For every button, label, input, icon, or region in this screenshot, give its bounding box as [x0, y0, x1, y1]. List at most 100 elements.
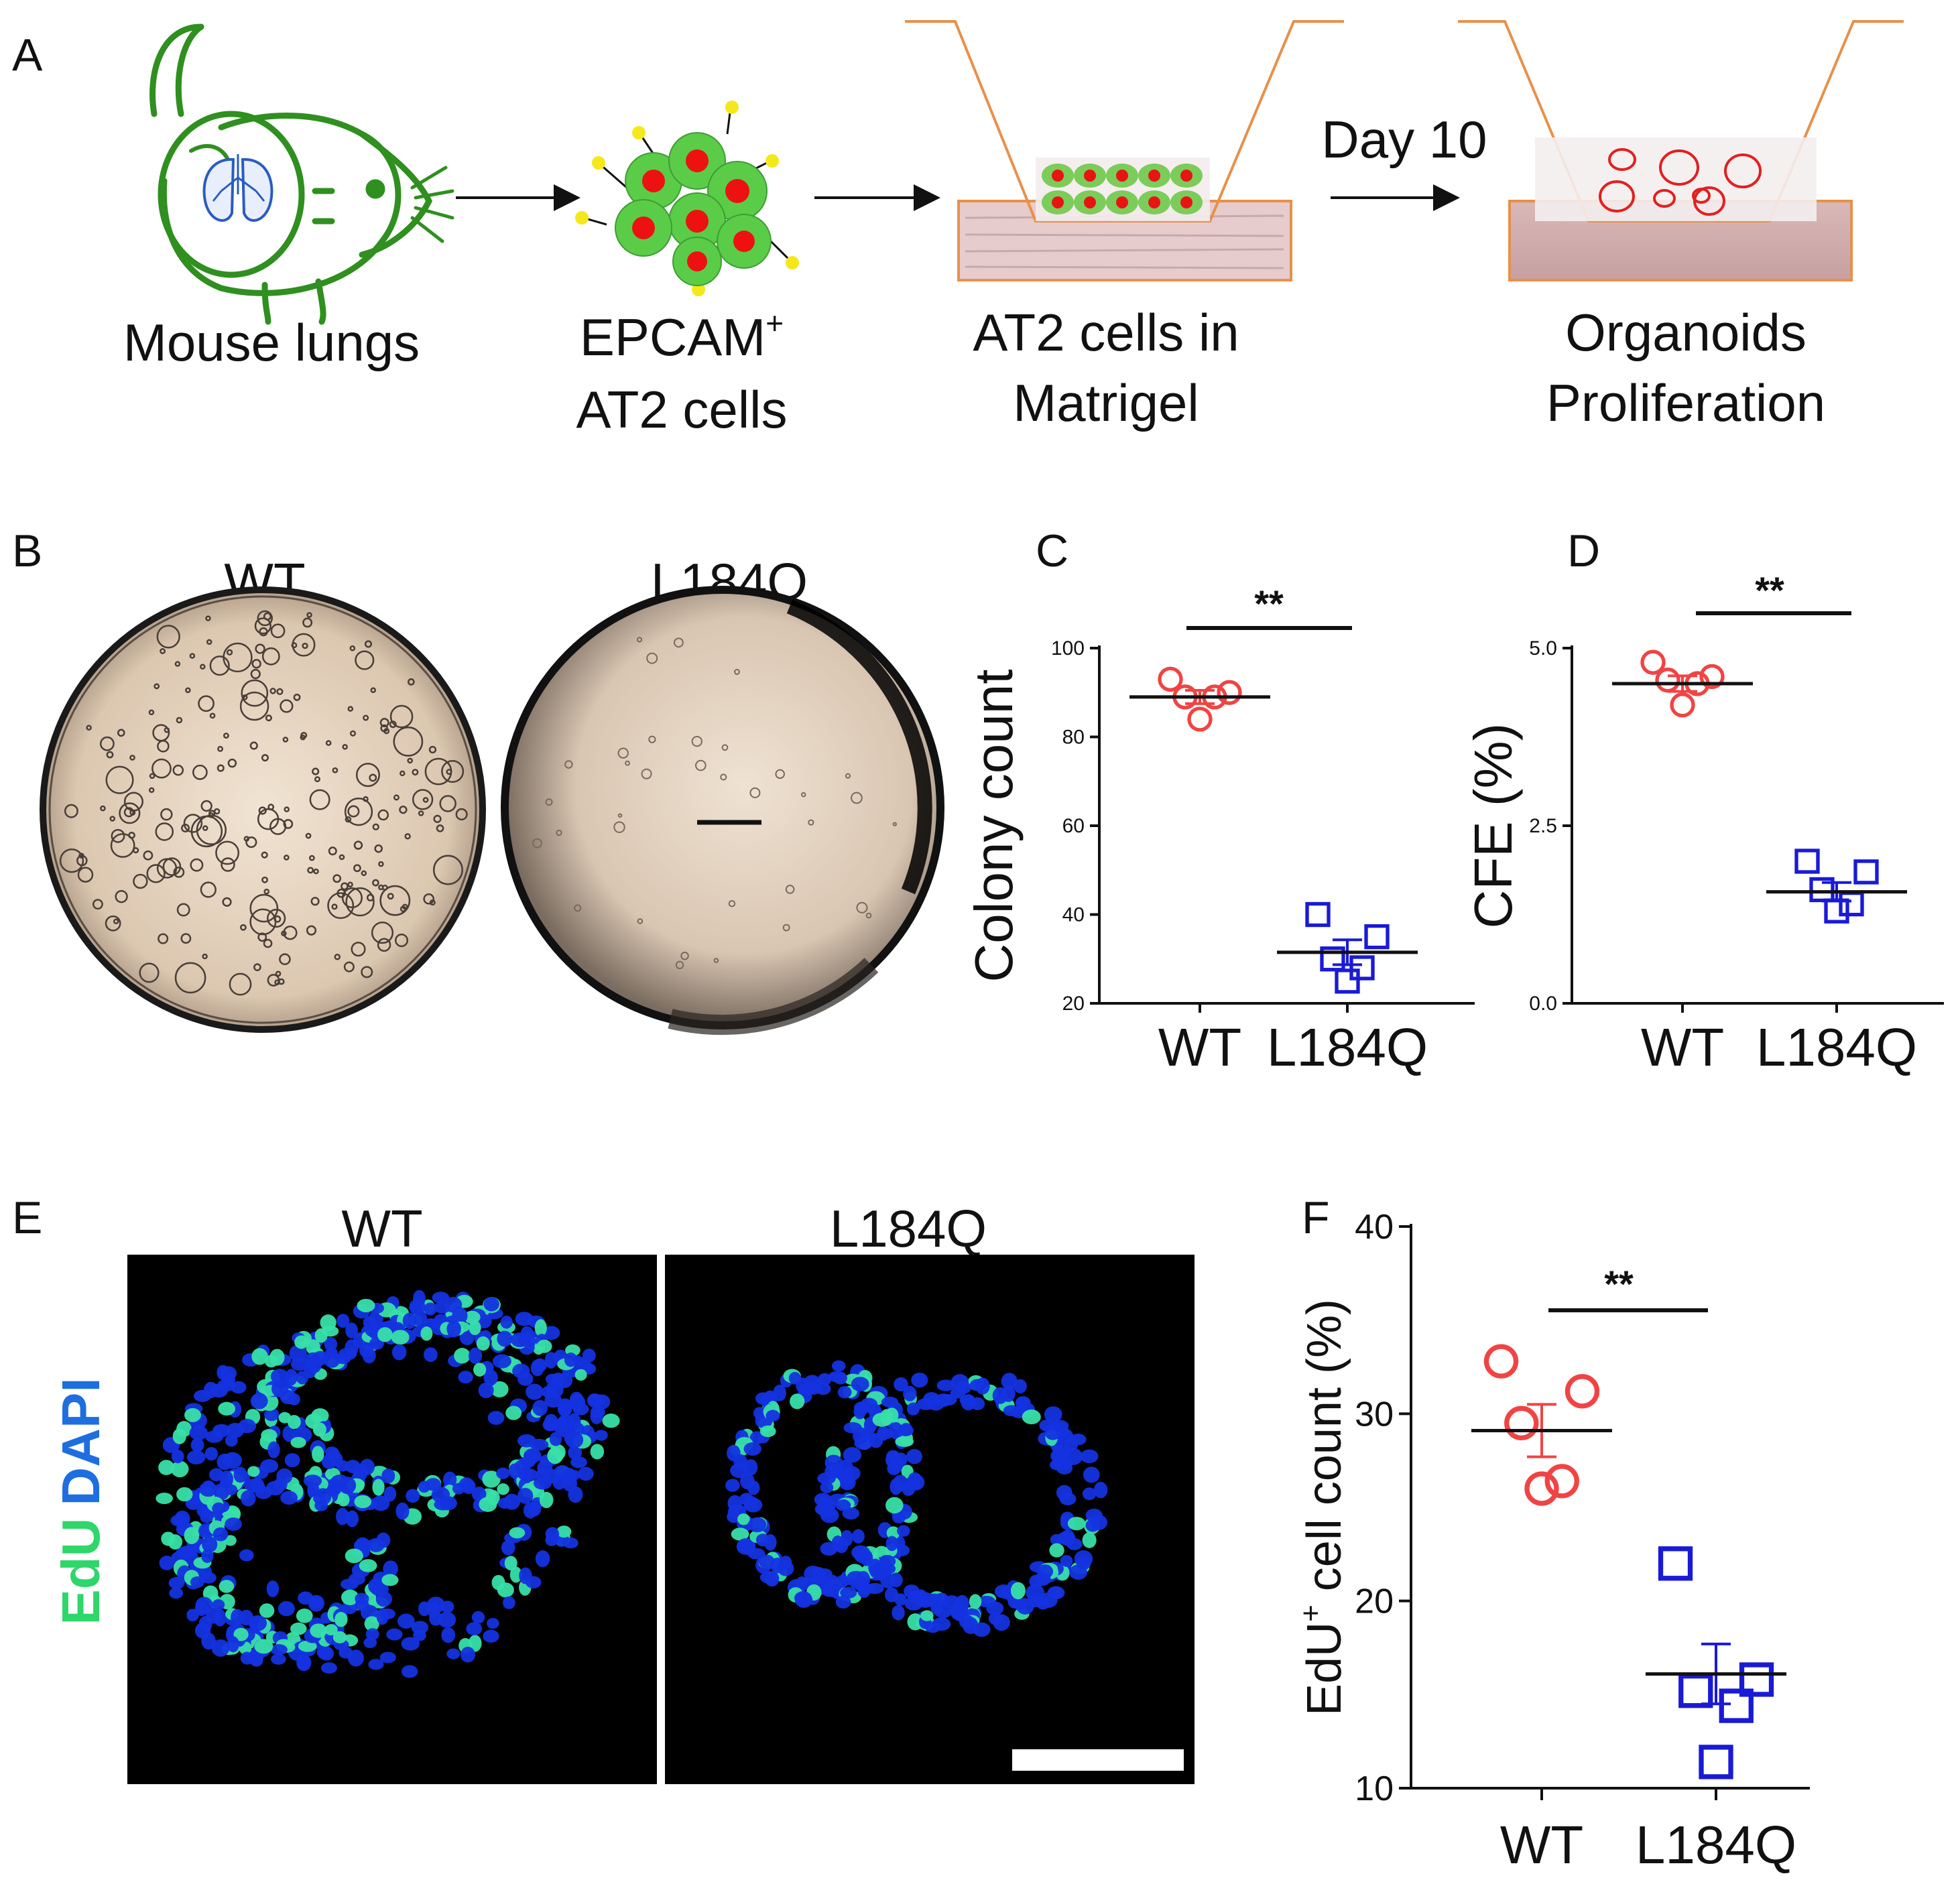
nucleus — [402, 1665, 418, 1678]
colony — [257, 932, 267, 942]
colony — [617, 747, 629, 759]
colony — [564, 760, 573, 769]
nucleus — [570, 1391, 584, 1407]
colony — [351, 942, 366, 957]
nucleus — [482, 1470, 501, 1488]
nucleus — [773, 1384, 786, 1401]
colony — [106, 751, 114, 759]
nucleus — [501, 1540, 515, 1556]
colony — [253, 963, 261, 972]
nucleus — [833, 1371, 847, 1385]
nucleus — [249, 1615, 267, 1631]
colony — [284, 855, 290, 861]
data-point-l184q — [1839, 891, 1864, 917]
colony — [309, 789, 330, 810]
nucleus — [831, 1535, 844, 1552]
nucleus — [881, 1396, 899, 1407]
data-point-l184q — [1658, 1546, 1693, 1581]
colony — [646, 652, 658, 664]
nucleus — [502, 1596, 515, 1609]
nucleus — [446, 1320, 461, 1338]
nucleus — [381, 1468, 395, 1484]
data-point-wt — [1655, 668, 1680, 693]
colony — [675, 960, 684, 970]
colony — [292, 633, 316, 657]
nucleus — [156, 1493, 173, 1505]
nucleus — [290, 1357, 309, 1371]
colony — [155, 822, 174, 841]
data-point-l184q — [1364, 924, 1390, 950]
nucleus — [894, 1377, 908, 1392]
nucleus — [765, 1409, 780, 1422]
colony — [389, 720, 397, 729]
nucleus — [1082, 1487, 1097, 1501]
nucleus — [395, 1502, 410, 1520]
nucleus — [212, 1502, 226, 1515]
nucleus — [211, 1639, 230, 1657]
colony — [353, 864, 361, 873]
nucleus — [907, 1613, 924, 1631]
nucleus — [251, 1348, 268, 1365]
colony — [149, 773, 156, 779]
colony — [241, 679, 269, 707]
colony — [205, 615, 211, 621]
nucleus — [940, 1393, 957, 1406]
nucleus — [880, 1409, 894, 1426]
nucleus — [238, 1418, 257, 1434]
colony — [99, 736, 115, 751]
y-tick-label: 40 — [1355, 1208, 1394, 1247]
colony — [407, 678, 415, 686]
nucleus — [556, 1525, 572, 1538]
nucleus — [1083, 1466, 1100, 1483]
colony — [355, 763, 380, 788]
nucleus — [517, 1488, 534, 1504]
colony — [400, 905, 407, 912]
nucleus — [220, 1476, 233, 1489]
nucleus — [911, 1373, 928, 1388]
colony — [339, 854, 345, 861]
nucleus — [339, 1647, 353, 1659]
nucleus — [313, 1492, 326, 1505]
colony — [851, 792, 863, 804]
colony — [176, 903, 190, 917]
nucleus — [224, 1535, 237, 1546]
nucleus — [860, 1397, 878, 1412]
nucleus — [1054, 1444, 1071, 1458]
panel-b: B WT L184Q — [12, 525, 944, 1036]
nucleus — [379, 1651, 396, 1664]
nucleus — [835, 1595, 851, 1609]
nucleus — [894, 1593, 907, 1606]
colony — [221, 857, 235, 872]
nucleus — [271, 1380, 289, 1397]
colony — [394, 934, 409, 948]
nucleus — [820, 1481, 834, 1493]
nucleus — [391, 1344, 407, 1361]
colony — [344, 797, 373, 826]
panel-e: E WT L184Q EdUDAPI — [12, 1192, 1195, 1784]
nucleus — [818, 1373, 832, 1386]
colony — [243, 836, 250, 842]
nucleus — [303, 1475, 322, 1487]
nucleus — [1044, 1406, 1062, 1423]
nucleus — [1014, 1379, 1027, 1393]
nucleus — [338, 1347, 357, 1361]
colony — [151, 758, 172, 779]
colony — [206, 639, 212, 645]
nucleus — [271, 1653, 286, 1665]
data-point-l184q — [1305, 901, 1331, 928]
nucleus — [880, 1573, 896, 1588]
nucleus — [267, 1441, 280, 1458]
nucleus — [354, 1495, 372, 1509]
nucleus — [535, 1550, 550, 1568]
colony — [775, 769, 785, 779]
nucleus — [468, 1347, 483, 1364]
nucleus — [332, 1631, 347, 1643]
data-point-l184q — [1699, 1745, 1733, 1779]
nucleus — [491, 1574, 505, 1590]
chart-d-significance: ** — [1755, 569, 1784, 611]
colony — [261, 851, 268, 859]
nucleus — [840, 1586, 857, 1599]
nucleus — [570, 1456, 587, 1468]
nucleus — [304, 1363, 316, 1379]
